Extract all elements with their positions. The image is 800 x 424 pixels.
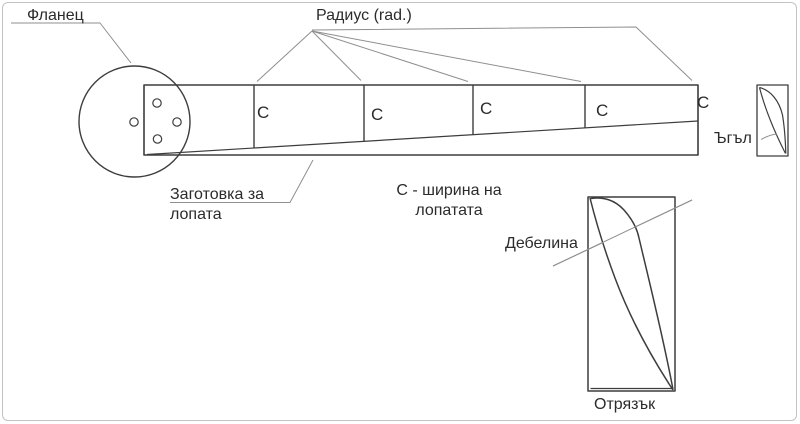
- blank-leader: [170, 159, 314, 203]
- thickness-label: Дебелина: [505, 235, 578, 252]
- chord-mark-5: С: [697, 93, 710, 112]
- thickness-arrow-lower: [552, 242, 604, 267]
- chord-mark-2: С: [371, 105, 384, 124]
- angle-detail-chord: [758, 87, 787, 154]
- bolt-hole-bottom: [152, 134, 163, 144]
- taper-line: [146, 120, 699, 156]
- radius-leader-4: [311, 30, 582, 82]
- bolt-hole-top: [152, 98, 162, 108]
- blank-label: Заготовка за лопата: [170, 185, 264, 225]
- flange-leader: [11, 22, 132, 64]
- chord-mark-3: С: [480, 99, 493, 118]
- chord-width-note-line1: С - ширина на: [396, 182, 502, 199]
- cut-label: Отрязък: [594, 396, 656, 413]
- radius-leader-1: [256, 30, 313, 82]
- cut-detail-rect: [587, 196, 676, 392]
- radius-label: Радиус (rad.): [316, 7, 412, 24]
- angle-label: Ъгъл: [714, 130, 752, 147]
- chord-width-note: С - ширина на лопатата: [384, 181, 514, 221]
- bolt-hole-right: [172, 117, 182, 127]
- angle-arc-arrow: [760, 133, 778, 140]
- radius-leader-5: [311, 26, 693, 81]
- flange-circle: [78, 65, 191, 178]
- angle-detail-surface: [759, 86, 787, 154]
- radius-leader-3: [311, 30, 469, 82]
- blade-blank-outline: [143, 84, 699, 156]
- thickness-arrow-upper: [633, 199, 693, 228]
- cut-detail-chord: [589, 197, 674, 391]
- flange-label: Фланец: [27, 7, 84, 24]
- chord-mark-4: С: [596, 101, 609, 120]
- cut-detail-surface: [590, 197, 674, 390]
- bolt-hole-center: [129, 117, 139, 127]
- radius-leader-2: [311, 30, 362, 81]
- chord-width-note-line2: лопатата: [415, 202, 483, 219]
- chord-mark-1: С: [257, 103, 270, 122]
- angle-detail-rect: [756, 84, 789, 157]
- blank-label-line1: Заготовка за: [170, 186, 265, 203]
- blank-label-line2: лопата: [170, 206, 222, 223]
